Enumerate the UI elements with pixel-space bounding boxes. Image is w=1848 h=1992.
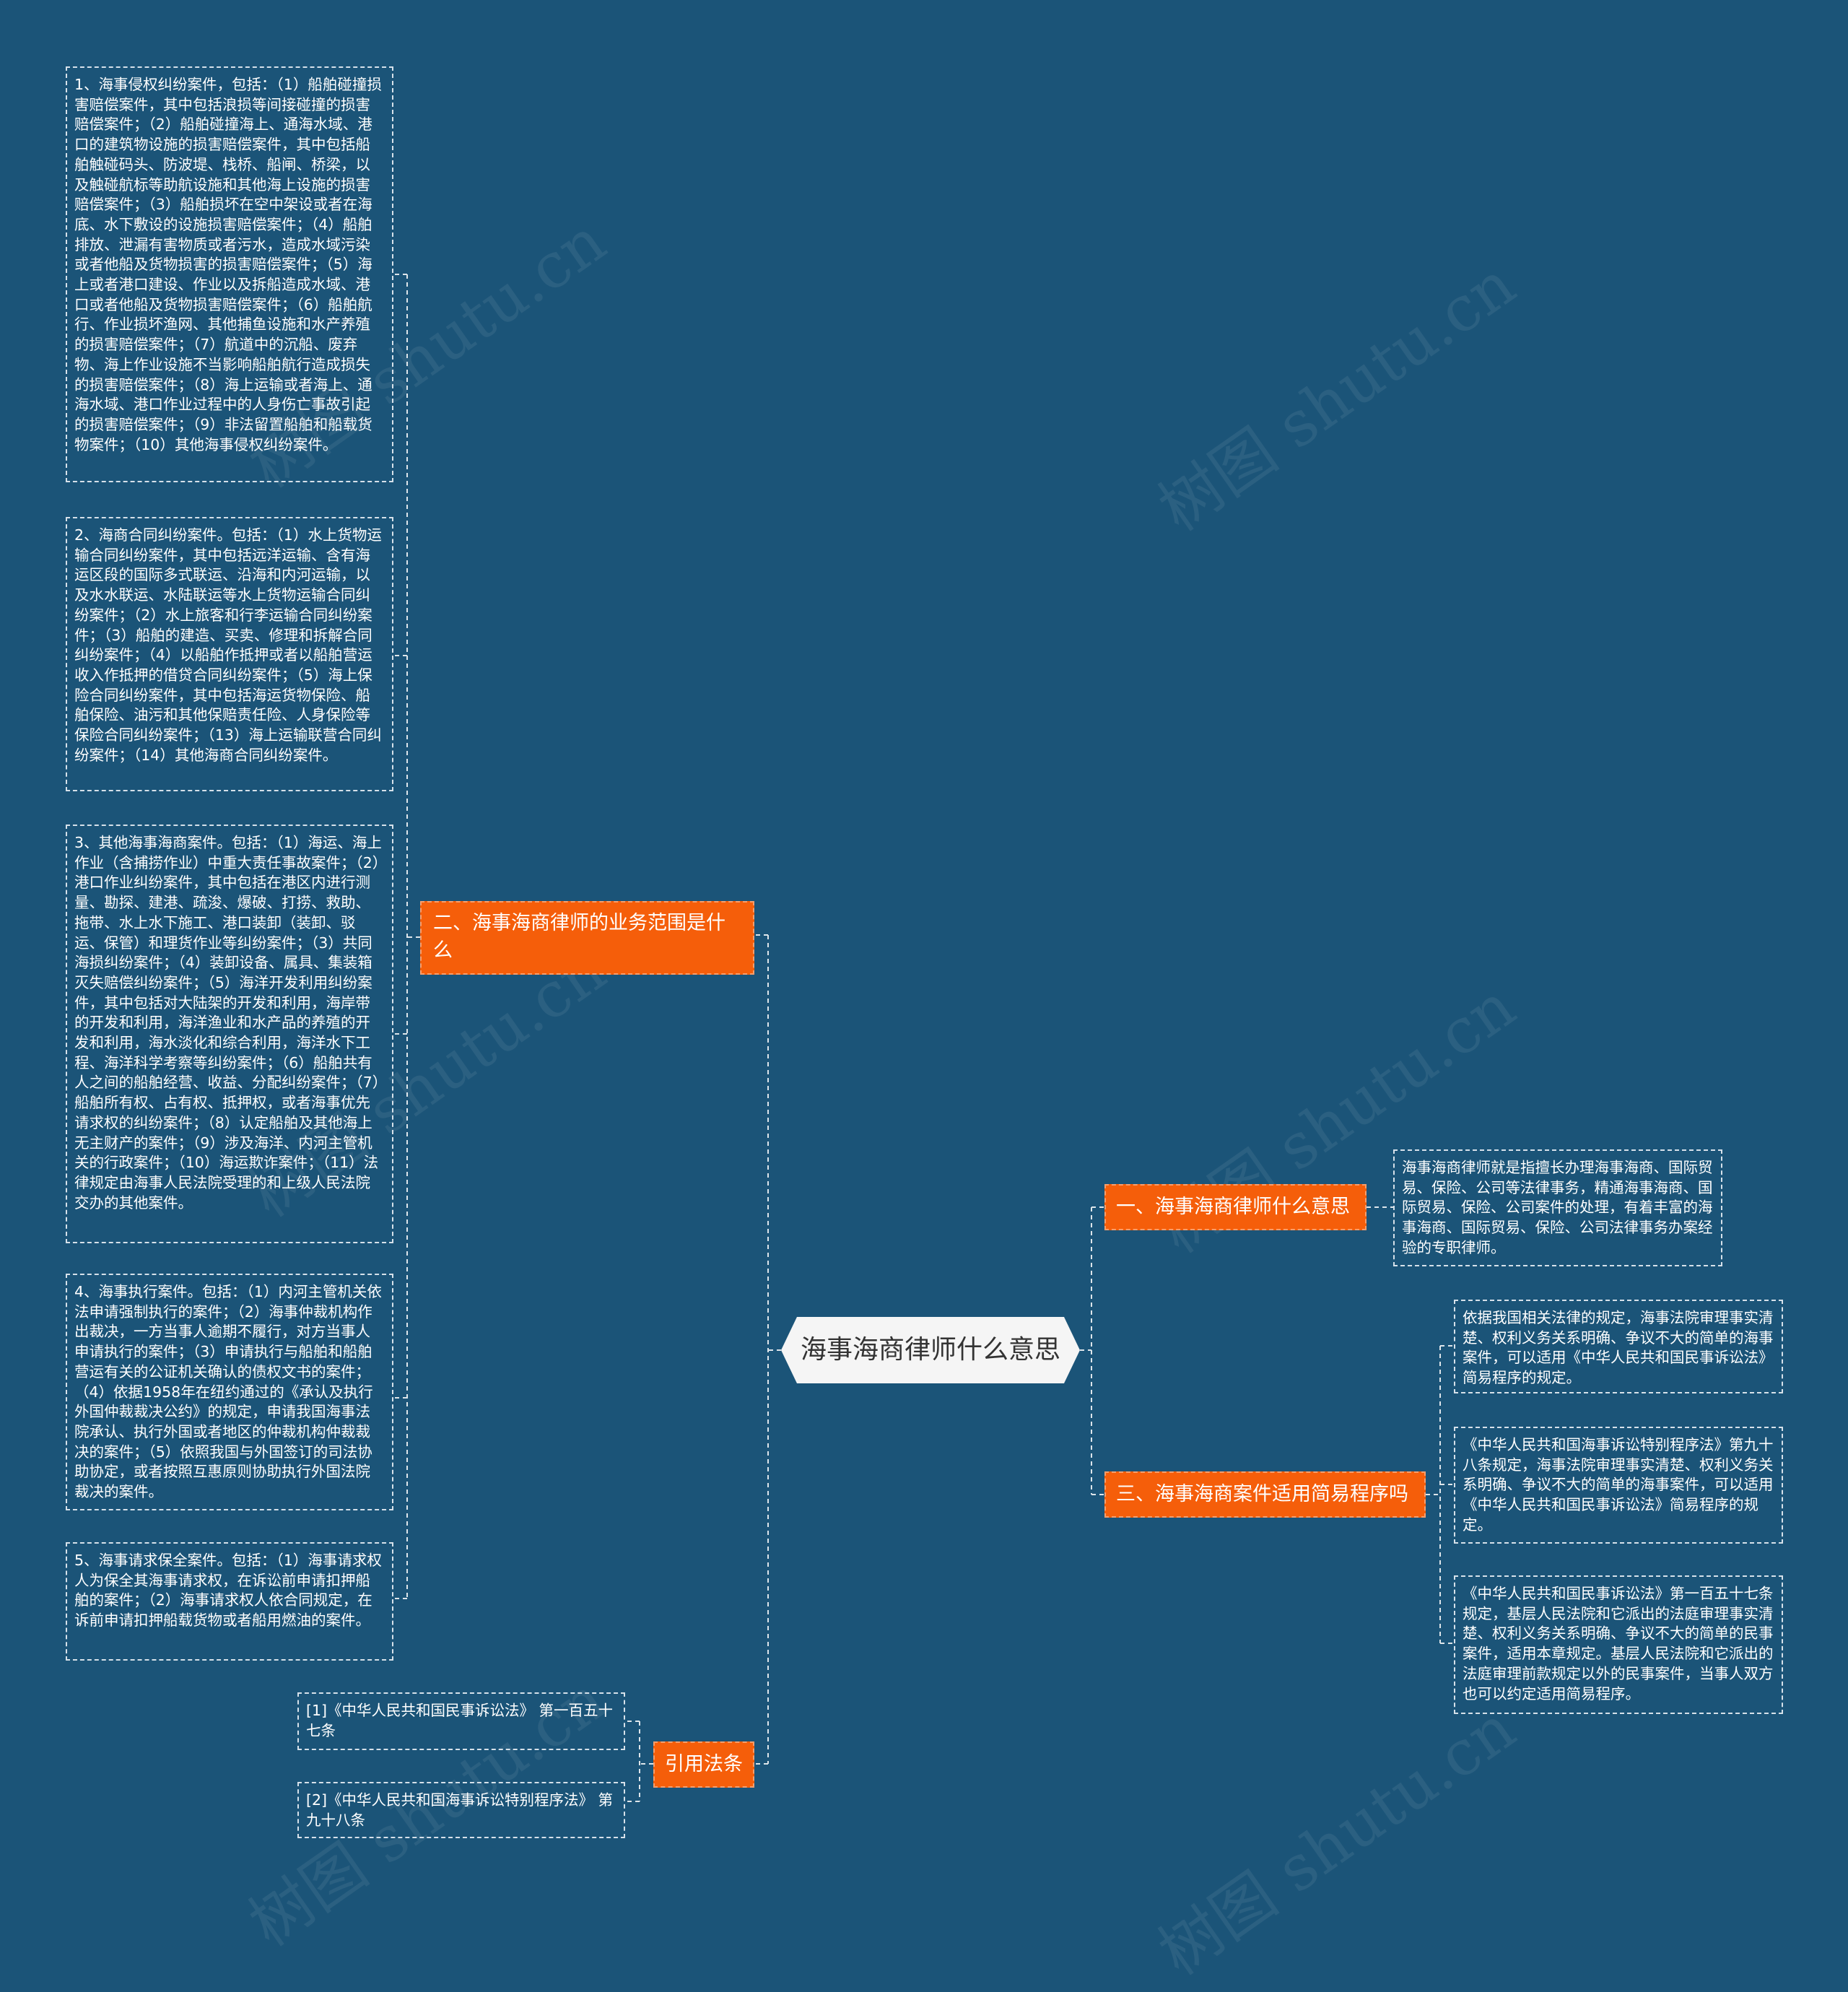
branch-topic-cited-laws[interactable]: 引用法条	[653, 1741, 754, 1788]
leaf-meaning-definition[interactable]: 海事海商律师就是指擅长办理海事海商、国际贸易、保险、公司等法律事务，精通海事海商…	[1393, 1149, 1722, 1266]
leaf-scope-execution-cases[interactable]: 4、海事执行案件。包括：（1）内河主管机关依法申请强制执行的案件；（2）海事仲裁…	[66, 1274, 393, 1510]
leaf-procedure-maritime-law-art98[interactable]: 《中华人民共和国海事诉讼特别程序法》第九十八条规定，海事法院审理事实清楚、权利义…	[1454, 1427, 1783, 1544]
branch-topic-summary-procedure[interactable]: 三、海事海商案件适用简易程序吗	[1104, 1471, 1426, 1518]
leaf-citation-1[interactable]: [1]《中华人民共和国民事诉讼法》 第一百五十七条	[297, 1692, 625, 1750]
leaf-procedure-civil-law-art157[interactable]: 《中华人民共和国民事诉讼法》第一百五十七条规定，基层人民法院和它派出的法庭审理事…	[1454, 1575, 1783, 1714]
leaf-scope-other-cases[interactable]: 3、其他海事海商案件。包括：（1）海运、海上作业（含捕捞作业）中重大责任事故案件…	[66, 825, 393, 1243]
leaf-scope-contract-cases[interactable]: 2、海商合同纠纷案件。包括：（1）水上货物运输合同纠纷案件，其中包括远洋运输、含…	[66, 517, 393, 791]
leaf-procedure-legal-basis[interactable]: 依据我国相关法律的规定，海事法院审理事实清楚、权利义务关系明确、争议不大的简单的…	[1454, 1300, 1783, 1393]
branch-topic-meaning[interactable]: 一、海事海商律师什么意思	[1104, 1184, 1367, 1230]
leaf-scope-tort-cases[interactable]: 1、海事侵权纠纷案件，包括：（1）船舶碰撞损害赔偿案件，其中包括浪损等间接碰撞的…	[66, 66, 393, 482]
root-topic[interactable]: 海事海商律师什么意思	[781, 1317, 1080, 1383]
leaf-citation-2[interactable]: [2]《中华人民共和国海事诉讼特别程序法》 第九十八条	[297, 1782, 625, 1838]
leaf-scope-preservation-cases[interactable]: 5、海事请求保全案件。包括：（1）海事请求权人为保全其海事请求权，在诉讼前申请扣…	[66, 1542, 393, 1661]
branch-topic-business-scope[interactable]: 二、海事海商律师的业务范围是什么	[420, 901, 754, 975]
connector-lines	[393, 274, 1454, 1802]
